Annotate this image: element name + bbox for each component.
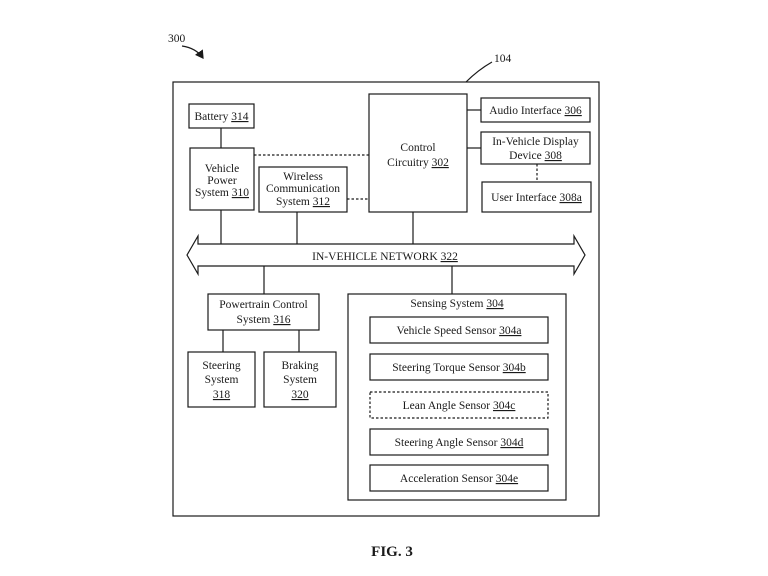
wireless-box bbox=[258, 166, 348, 213]
vehicle-speed-sensor-label: Vehicle Speed Sensor 304a bbox=[397, 325, 522, 337]
steering-line-2: System bbox=[205, 374, 239, 386]
audio-interface-label: Audio Interface 306 bbox=[489, 105, 582, 117]
figure-ref-arrow bbox=[181, 45, 204, 59]
braking-line-1: Braking bbox=[281, 360, 318, 372]
device-ref-label: 104 bbox=[494, 53, 512, 65]
sensing-system-label: Sensing System 304 bbox=[410, 298, 504, 310]
steering-angle-sensor-box bbox=[369, 428, 549, 456]
steering-line-1: Steering bbox=[202, 360, 241, 372]
braking-system-box bbox=[263, 351, 337, 408]
steering-torque-sensor-box bbox=[369, 353, 549, 381]
powertrain-line-2: System 316 bbox=[237, 314, 291, 326]
powertrain-box bbox=[207, 293, 320, 331]
device-ref-leader bbox=[465, 61, 493, 83]
acceleration-sensor-label: Acceleration Sensor 304e bbox=[400, 473, 518, 485]
powertrain-line-1: Powertrain Control bbox=[219, 299, 307, 311]
vehicle-speed-sensor-box bbox=[369, 316, 549, 344]
network-label: IN-VEHICLE NETWORK 322 bbox=[312, 251, 458, 263]
figure-caption: FIG. 3 bbox=[371, 544, 413, 560]
display-line-1: In-Vehicle Display bbox=[492, 136, 579, 148]
network-bus bbox=[186, 233, 586, 277]
braking-line-2: System bbox=[283, 374, 317, 386]
acceleration-sensor-box bbox=[369, 464, 549, 492]
user-interface-box bbox=[481, 181, 592, 213]
steering-angle-sensor-label: Steering Angle Sensor 304d bbox=[395, 437, 524, 449]
braking-ref: 320 bbox=[291, 389, 309, 401]
steering-torque-sensor-label: Steering Torque Sensor 304b bbox=[392, 362, 526, 374]
vehicle-power-line-2: Power bbox=[207, 175, 237, 187]
figure-ref-label: 300 bbox=[168, 33, 186, 45]
lean-angle-sensor-box bbox=[369, 391, 549, 419]
wireless-line-2: Communication bbox=[266, 183, 340, 195]
user-interface-label: User Interface 308a bbox=[491, 192, 582, 204]
battery-box bbox=[188, 103, 255, 129]
wireless-line-3: System 312 bbox=[276, 196, 330, 208]
vehicle-power-box bbox=[189, 147, 255, 211]
control-line-2: Circuitry 302 bbox=[387, 157, 449, 169]
audio-interface-box bbox=[480, 97, 591, 123]
display-line-2: Device 308 bbox=[509, 150, 562, 162]
battery-label: Battery 314 bbox=[195, 111, 249, 123]
vehicle-power-line-1: Vehicle bbox=[205, 163, 239, 175]
steering-system-box bbox=[187, 351, 256, 408]
control-line-1: Control bbox=[400, 142, 435, 154]
wireless-line-1: Wireless bbox=[283, 171, 323, 183]
control-circuitry-box bbox=[368, 93, 468, 213]
steering-ref: 318 bbox=[213, 389, 231, 401]
display-device-box bbox=[480, 131, 591, 165]
lean-angle-sensor-label: Lean Angle Sensor 304c bbox=[403, 400, 516, 412]
vehicle-power-line-3: System 310 bbox=[195, 187, 249, 199]
